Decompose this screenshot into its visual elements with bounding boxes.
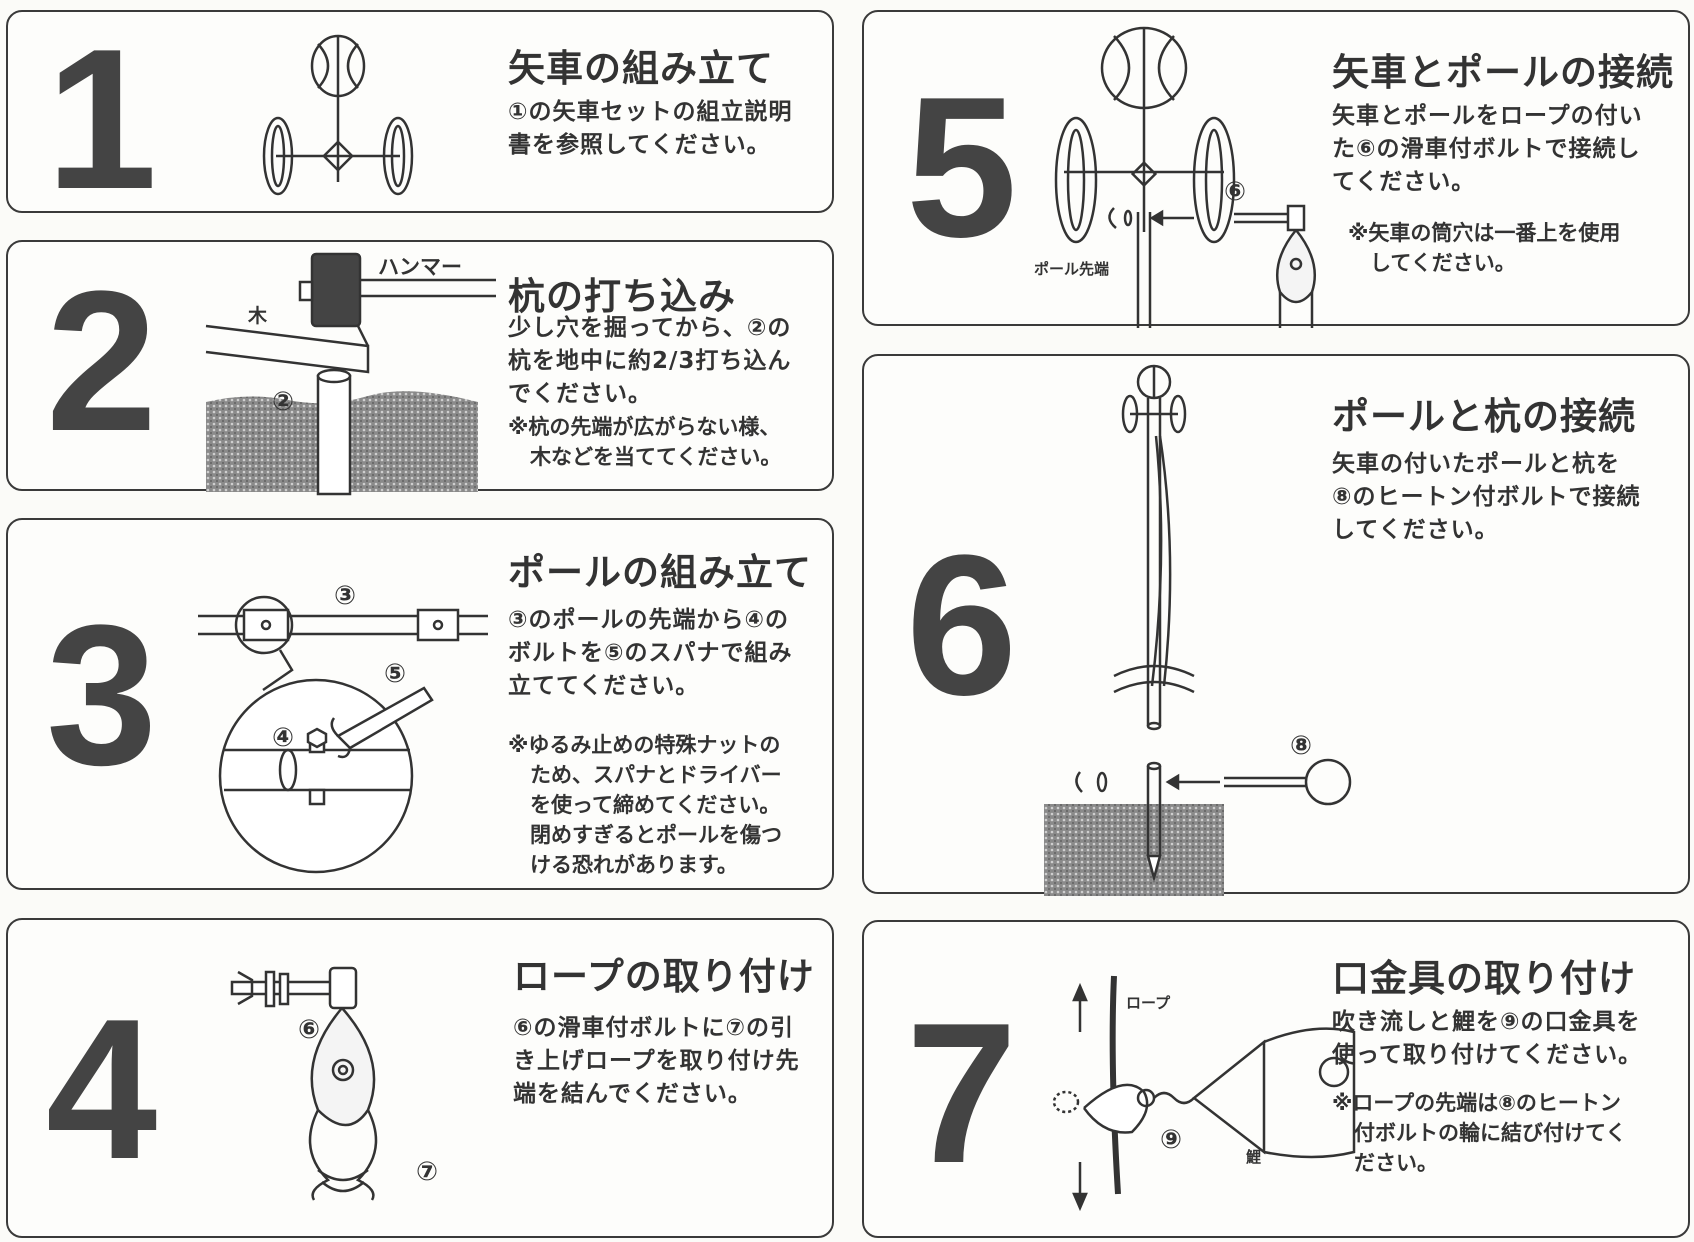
note-line: を使って締めてください。 xyxy=(530,793,781,817)
body-line: 立ててください。 xyxy=(508,673,700,699)
body-line: 杭を地中に約2/3打ち込ん xyxy=(508,348,792,374)
step-title: 矢車とポールの接続 xyxy=(1332,51,1674,94)
note-line: 木などを当ててください。 xyxy=(530,445,782,469)
rope-label: ロープ xyxy=(1126,994,1171,1012)
step-5-panel: 5 ポール先端 ⑥ 矢車とポールの接続 矢車とポールをロープの付い た⑥の滑車付… xyxy=(862,10,1690,328)
step-note: ※杭の先端が広がらない様、 木などを当ててください。 xyxy=(508,412,781,472)
hammer-label: ハンマー xyxy=(378,255,462,279)
step-number: 5 xyxy=(906,56,1018,279)
pole-circle-label: ③ xyxy=(334,581,356,611)
step-title: 口金具の取り付け xyxy=(1332,957,1636,1000)
body-line: ⑥の滑車付ボルトに⑦の引 xyxy=(513,1015,794,1041)
pole-stake-connection-illustration: ⑧ xyxy=(1044,364,1352,896)
note-line: 閉めすぎるとポールを傷つ xyxy=(530,823,782,847)
spanner-circle-label: ⑤ xyxy=(384,659,406,689)
pulley-rope-illustration: ⑥ ⑦ xyxy=(230,966,438,1201)
pole-tip-label: ポール先端 xyxy=(1034,260,1109,278)
pinwheel-illustration xyxy=(262,34,414,196)
mouth-fitting-illustration: ロープ 鯉 ⑨ xyxy=(1052,975,1356,1212)
rope-circle-label: ⑦ xyxy=(416,1157,438,1187)
step-body: 吹き流しと鯉を⑨の口金具を 使って取り付けてください。 xyxy=(1332,1006,1642,1072)
body-line: してください。 xyxy=(1332,517,1499,543)
stake-circle-label: ② xyxy=(272,387,294,417)
step-body: 矢車とポールをロープの付い た⑥の滑車付ボルトで接続し てください。 xyxy=(1332,100,1643,199)
step-number: 7 xyxy=(906,982,1018,1205)
step-title: ポールの組み立て xyxy=(508,551,812,594)
mouth-fitting-circle-label: ⑨ xyxy=(1160,1125,1182,1155)
step-2-panel: 2 ハンマー 木 ② 杭の打ち込み 少し穴を掘ってから、②の 杭を地中に約2/3… xyxy=(6,240,834,496)
step-6-panel: 6 ⑧ ポールと杭の接続 矢車の付いたポールと杭を ⑧のヒートン付ボルトで接続 … xyxy=(862,354,1690,896)
step-7-panel: 7 ロープ 鯉 ⑨ 口金具の取り付け 吹き流しと鯉を⑨の口金具を 使って取り付け… xyxy=(862,920,1690,1238)
body-line: 矢車とポールをロープの付い xyxy=(1332,103,1643,129)
note-line: ため、スパナとドライバー xyxy=(530,763,782,787)
body-line: でください。 xyxy=(508,381,652,407)
body-line: 矢車の付いたポールと杭を xyxy=(1332,451,1620,477)
body-line: 使って取り付けてください。 xyxy=(1332,1042,1643,1068)
step-body: 矢車の付いたポールと杭を ⑧のヒートン付ボルトで接続 してください。 xyxy=(1332,448,1640,547)
body-line: 端を結んでください。 xyxy=(513,1081,752,1107)
note-line: ※ロープの先端は⑧のヒートン xyxy=(1332,1091,1621,1115)
step-3-panel: 3 ③ ④ ⑤ ポールの組み立て ③のポールの先端から④の ボルトを⑤のスパナで… xyxy=(6,518,834,890)
body-line: ⑧のヒートン付ボルトで接続 xyxy=(1332,484,1641,510)
note-line: してください。 xyxy=(1370,251,1516,275)
step-title: 矢車の組み立て xyxy=(508,47,774,90)
body-line: 少し穴を掘ってから、②の xyxy=(508,315,792,341)
eyebolt-circle-label: ⑧ xyxy=(1290,731,1312,761)
step-title: 杭の打ち込み xyxy=(508,275,736,318)
note-line: ける恐れがあります。 xyxy=(530,853,738,877)
body-line: てください。 xyxy=(1332,169,1476,195)
body-line: 吹き流しと鯉を⑨の口金具を xyxy=(1332,1009,1641,1035)
pulley-bolt-circle-label: ⑥ xyxy=(298,1015,320,1045)
step-number: 3 xyxy=(46,584,158,807)
step-note: ※ゆるみ止めの特殊ナットの ため、スパナとドライバー を使って締めてください。 … xyxy=(508,730,782,880)
step-note: ※ロープの先端は⑧のヒートン 付ボルトの輪に結び付けてく ださい。 xyxy=(1332,1088,1626,1178)
step-4-panel: 4 ⑥ ⑦ ロープの取り付け ⑥の滑車付ボルトに⑦の引 き上げロープを取り付け先… xyxy=(6,918,834,1238)
pulley-bolt-circle-label: ⑥ xyxy=(1224,177,1246,207)
note-line: 付ボルトの輪に結び付けてく xyxy=(1354,1121,1627,1145)
note-line: ※矢車の筒穴は一番上を使用 xyxy=(1348,221,1621,245)
body-line: 書を参照してください。 xyxy=(508,132,771,158)
step-body: ③のポールの先端から④の ボルトを⑤のスパナで組み 立ててください。 xyxy=(508,604,792,703)
step-title: ロープの取り付け xyxy=(513,955,815,998)
step-note: ※矢車の筒穴は一番上を使用 してください。 xyxy=(1348,218,1620,278)
step-body: 少し穴を掘ってから、②の 杭を地中に約2/3打ち込ん でください。 xyxy=(508,312,791,411)
bolt-circle-label: ④ xyxy=(272,723,294,753)
step-number: 4 xyxy=(46,978,158,1201)
body-line: き上げロープを取り付け先 xyxy=(513,1048,800,1074)
step-1-panel: 1 矢車の組み立て ①の矢車セットの組立説明 書を参照してください。 xyxy=(6,10,834,220)
step-body: ①の矢車セットの組立説明 書を参照してください。 xyxy=(508,96,792,162)
body-line: ①の矢車セットの組立説明 xyxy=(508,99,793,125)
note-line: ※ゆるみ止めの特殊ナットの xyxy=(508,733,781,757)
note-line: ださい。 xyxy=(1354,1151,1438,1175)
step-number: 1 xyxy=(46,8,158,231)
pole-assembly-illustration: ③ ④ ⑤ xyxy=(198,581,488,874)
body-line: た⑥の滑車付ボルトで接続し xyxy=(1332,136,1641,162)
pinwheel-pole-connection-illustration: ポール先端 ⑥ xyxy=(1034,26,1316,328)
stake-hammer-illustration: ハンマー 木 ② xyxy=(205,252,496,496)
step-title: ポールと杭の接続 xyxy=(1332,395,1636,438)
note-line: ※杭の先端が広がらない様、 xyxy=(508,415,781,439)
step-number: 2 xyxy=(46,250,158,473)
body-line: ボルトを⑤のスパナで組み xyxy=(508,640,793,666)
step-body: ⑥の滑車付ボルトに⑦の引 き上げロープを取り付け先 端を結んでください。 xyxy=(513,1012,800,1111)
body-line: ③のポールの先端から④の xyxy=(508,607,789,633)
carp-label: 鯉 xyxy=(1246,1148,1261,1166)
step-number: 6 xyxy=(906,514,1018,737)
wood-label: 木 xyxy=(247,304,268,327)
